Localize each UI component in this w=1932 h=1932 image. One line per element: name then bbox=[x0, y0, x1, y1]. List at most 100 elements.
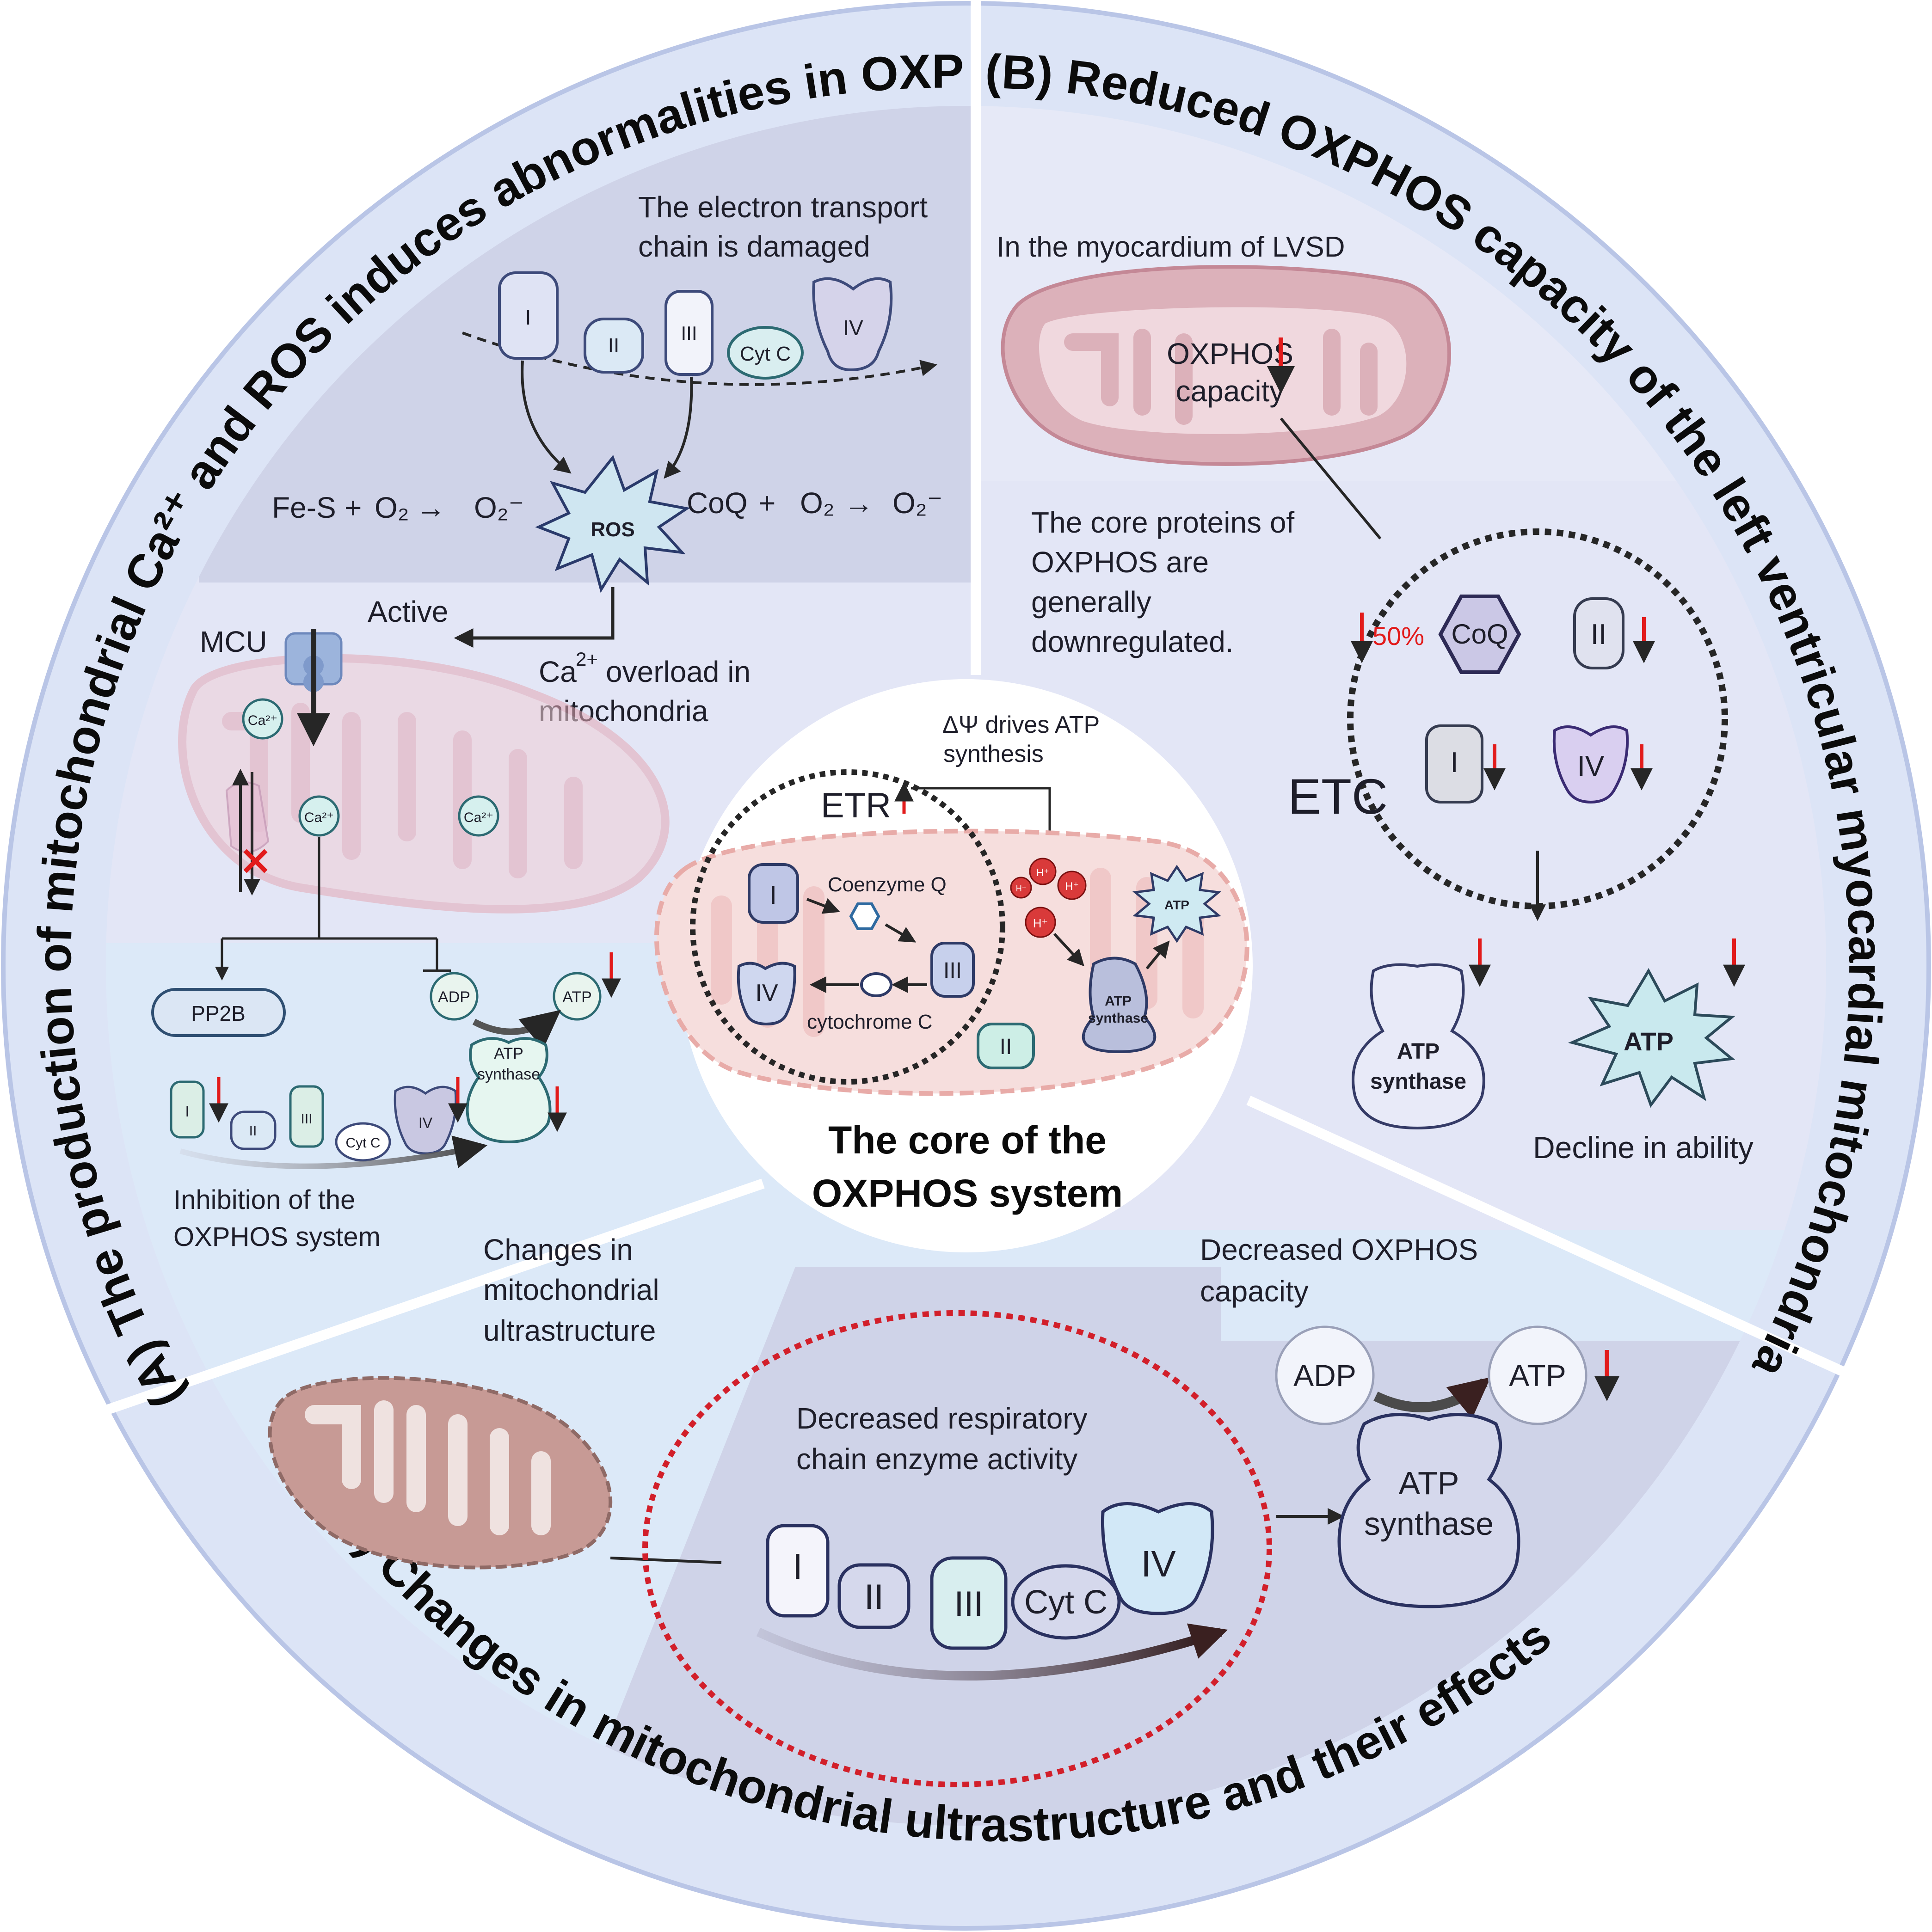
delta-psi-line1: ΔΨ drives ATP bbox=[942, 711, 1100, 738]
proton-cluster: H⁺ H⁺ H⁺ H⁺ bbox=[1010, 858, 1087, 938]
atp-synthase-c-line2: synthase bbox=[1364, 1506, 1494, 1542]
proton-4: H⁺ bbox=[1033, 916, 1048, 930]
complex-iii-label: III bbox=[681, 322, 697, 344]
pp2b-label: PP2B bbox=[191, 1001, 246, 1025]
etc-damaged-line2: chain is damaged bbox=[638, 230, 870, 263]
adp-circle-c bbox=[1275, 1325, 1375, 1425]
complex-i-small-label: I bbox=[185, 1103, 190, 1120]
center-core: ΔΨ drives ATP synthesis ETR I Coenzyme Q… bbox=[654, 711, 1249, 1215]
complex-ii bbox=[584, 318, 644, 374]
arrow-ros-to-mcu bbox=[454, 587, 615, 648]
complex-ii-b bbox=[1573, 597, 1624, 669]
eq-right-o2: O₂ bbox=[800, 486, 835, 520]
center-complex-ii bbox=[977, 1023, 1035, 1069]
complex-iii-small-label: III bbox=[301, 1111, 312, 1127]
eq-left-plus: + bbox=[345, 491, 362, 524]
etr-dashed-circle bbox=[690, 769, 1005, 1085]
center-complex-iii bbox=[930, 942, 975, 998]
cytochrome-c-c-label: Cyt C bbox=[1024, 1584, 1108, 1621]
cytochrome-c-small-label: Cyt C bbox=[346, 1135, 381, 1151]
arrow-coq-to-iii bbox=[885, 923, 917, 943]
center-complex-iv-label: IV bbox=[755, 980, 778, 1006]
atp-c-label: ATP bbox=[1509, 1358, 1566, 1392]
coq-hexagon bbox=[1438, 595, 1521, 674]
center-atp-label: ATP bbox=[1164, 898, 1189, 912]
etc-label: ETC bbox=[1288, 768, 1388, 824]
etr-label: ETR bbox=[821, 786, 891, 825]
decreased-oxphos-line1: Decreased OXPHOS bbox=[1200, 1233, 1478, 1266]
cytochrome-c bbox=[727, 326, 804, 380]
atp-synthase-c bbox=[1337, 1413, 1520, 1608]
coq-hexagon-small bbox=[849, 902, 880, 930]
resp-chain-line1: Decreased respiratory bbox=[796, 1402, 1088, 1435]
atp-synthase-a-line1: ATP bbox=[494, 1045, 523, 1062]
complex-i-label: I bbox=[525, 305, 531, 329]
complex-ii-c-label: II bbox=[864, 1577, 884, 1617]
eq-left-o2: O₂ bbox=[375, 491, 409, 524]
dividers bbox=[105, 0, 1889, 1415]
pp2b-pill bbox=[151, 988, 286, 1037]
complex-i-small bbox=[170, 1080, 205, 1139]
center-complex-iv bbox=[737, 962, 796, 1026]
ca-overload-superscript: 2+ bbox=[576, 648, 598, 670]
eq-left-arrow: → bbox=[416, 491, 446, 524]
atp-synthase-c-line1: ATP bbox=[1399, 1465, 1459, 1501]
core-proteins-line1: The core proteins of bbox=[1031, 506, 1294, 539]
pct-label: 50% bbox=[1372, 621, 1424, 650]
proton-to-synthase-arrow bbox=[1053, 932, 1084, 967]
cytochrome-c-small-icon bbox=[860, 972, 892, 997]
adp-circle bbox=[430, 972, 479, 1021]
eq-right-superoxide: O₂⁻ bbox=[892, 486, 942, 520]
delta-psi-line2: synthesis bbox=[943, 741, 1044, 767]
inhibition-line2: OXPHOS system bbox=[173, 1222, 381, 1252]
electron-flow-c bbox=[756, 1623, 1228, 1681]
eq-left-superoxide: O₂⁻ bbox=[474, 491, 524, 524]
complex-iv-c bbox=[1101, 1502, 1214, 1615]
ca-overload-text: overload in bbox=[606, 655, 751, 688]
active-label: Active bbox=[368, 595, 448, 628]
zoom-connector bbox=[1280, 417, 1382, 540]
center-complex-i bbox=[748, 863, 799, 924]
ca-ion-3 bbox=[458, 795, 499, 837]
cytochrome-c-small bbox=[335, 1122, 391, 1162]
ultrastructure-line1: Changes in bbox=[483, 1233, 633, 1266]
complex-iii bbox=[665, 290, 714, 376]
complex-ii-small-label: II bbox=[249, 1123, 257, 1139]
synthase-to-atp-arrow bbox=[1145, 940, 1170, 969]
ultrastructure-line3: ultrastructure bbox=[483, 1314, 656, 1347]
complex-iv bbox=[812, 277, 893, 372]
mito-to-chain-line bbox=[610, 1557, 722, 1564]
atp-synthase-b-line1: ATP bbox=[1397, 1039, 1440, 1064]
complex-ii-c bbox=[837, 1563, 911, 1629]
ca-overload-ca: Ca bbox=[539, 655, 577, 688]
complex-i-b bbox=[1425, 724, 1483, 803]
atp-circle-c bbox=[1488, 1325, 1587, 1425]
complex-iii-c-label: III bbox=[954, 1584, 983, 1624]
complex-iii-c bbox=[930, 1556, 1008, 1650]
arrow-complex-i-to-ros bbox=[521, 360, 572, 474]
resp-chain-dashed-ellipse bbox=[642, 1310, 1272, 1787]
ca-ion-2-label: Ca²⁺ bbox=[304, 810, 334, 825]
adp-c-label: ADP bbox=[1293, 1358, 1356, 1392]
ros-burst-icon bbox=[535, 454, 690, 593]
ca-ion-1 bbox=[242, 698, 283, 740]
ca-ion-3-label: Ca²⁺ bbox=[464, 810, 493, 825]
oxphos-capacity-line1: OXPHOS bbox=[1167, 337, 1293, 370]
adp-label: ADP bbox=[438, 988, 470, 1006]
complex-iv-small-label: IV bbox=[418, 1115, 433, 1131]
mcu-label: MCU bbox=[200, 625, 267, 658]
center-atp-synthase bbox=[1082, 957, 1157, 1054]
complex-iv-b bbox=[1552, 725, 1629, 804]
decline-label: Decline in ability bbox=[1533, 1130, 1754, 1165]
complex-iv-b-label: IV bbox=[1577, 750, 1605, 782]
oxphos-capacity-line2: capacity bbox=[1176, 374, 1285, 408]
mitochondrion-icon bbox=[1001, 265, 1451, 466]
center-atp-synthase-line2: synthase bbox=[1088, 1011, 1148, 1026]
center-title-line1: The core of the bbox=[828, 1118, 1107, 1162]
center-complex-ii-label: II bbox=[1000, 1035, 1012, 1059]
complex-i-c-label: I bbox=[793, 1546, 803, 1587]
panel-c: Changes in mitochondrial ultrastructure … bbox=[268, 1233, 1619, 1787]
center-title-line2: OXPHOS system bbox=[812, 1171, 1123, 1215]
mitochondrion-icon bbox=[268, 1376, 613, 1570]
complex-iv-small bbox=[394, 1086, 457, 1155]
